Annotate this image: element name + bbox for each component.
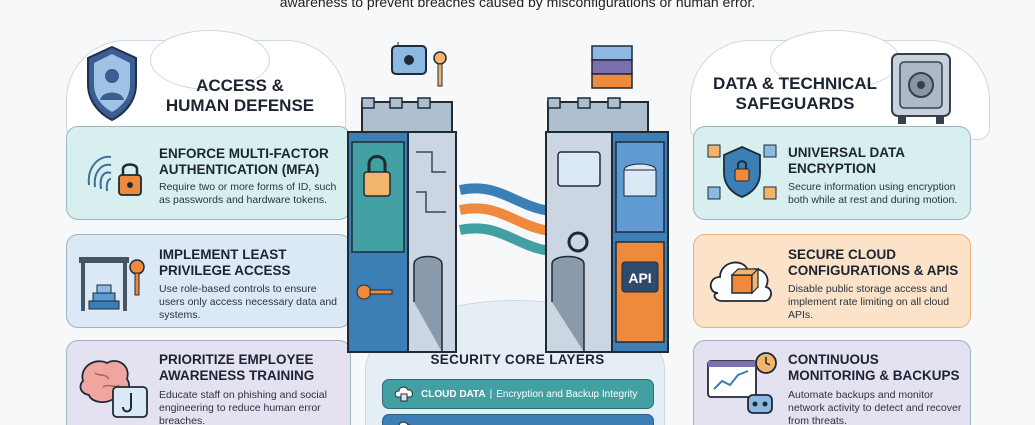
layer-separator: |: [489, 388, 493, 400]
card-desc: Secure information using encryption both…: [788, 181, 958, 206]
left-title-line1: ACCESS &: [196, 76, 284, 95]
encryption-shield-icon: [707, 144, 777, 200]
card-encryption: Universal Data Encryption Secure informa…: [693, 126, 971, 220]
core-title: SECURITY CORE LAYERS: [430, 352, 605, 367]
card-desc: Automate backups and monitor network act…: [788, 389, 962, 425]
card-awareness-training: Prioritize Employee Awareness Training E…: [66, 340, 351, 425]
card-title: Enforce Multi-Factor Authentication (MFA…: [159, 146, 329, 177]
card-desc: Require two or more forms of ID, such as…: [159, 181, 337, 206]
left-title-line2: HUMAN DEFENSE: [165, 96, 315, 115]
right-security-tower: API: [545, 45, 669, 353]
card-mfa: Enforce Multi-Factor Authentication (MFA…: [66, 126, 351, 220]
card-title: Secure Cloud Configurations & APIs: [788, 247, 959, 278]
intro-text: awareness to prevent breaches caused by …: [279, 0, 756, 10]
layer-name: CLOUD DATA: [421, 388, 486, 400]
right-section-title: DATA & TECHNICAL SAFEGUARDS: [700, 74, 890, 114]
card-desc: Use role-based controls to ensure users …: [159, 283, 338, 321]
cloud-bump: [770, 30, 900, 90]
layer-detail: Encryption and Backup Integrity: [496, 388, 638, 400]
cloud-box-icon: [709, 261, 772, 302]
card-title: Universal Data Encryption: [788, 145, 905, 176]
cloud-bump: [150, 30, 270, 90]
vault-safe-icon: [891, 53, 951, 124]
right-title-line2: SAFEGUARDS: [735, 94, 855, 113]
card-cloud-config: Secure Cloud Configurations & APIs Disab…: [693, 234, 971, 328]
tiered-access-key-icon: [79, 257, 145, 311]
cloud-layer-icon: [398, 421, 411, 425]
card-title: Prioritize Employee Awareness Training: [159, 352, 315, 383]
cloud-database-icon: [394, 386, 413, 402]
card-desc: Educate staff on phishing and social eng…: [159, 389, 327, 425]
right-title-line1: DATA & TECHNICAL: [713, 74, 877, 93]
fingerprint-lock-icon: [87, 155, 142, 196]
core-layer-second: [382, 414, 654, 425]
card-title: Continuous Monitoring & Backups: [788, 352, 960, 383]
core-layer-cloud-data: CLOUD DATA | Encryption and Backup Integ…: [382, 379, 654, 409]
brain-phishing-hook-icon: [79, 360, 148, 418]
api-badge-label: API: [628, 270, 651, 286]
card-title: Implement Least Privilege Access: [159, 247, 291, 278]
monitoring-robot-icon: [707, 352, 777, 414]
left-section-title: ACCESS & HUMAN DEFENSE: [150, 76, 330, 116]
card-monitoring: Continuous Monitoring & Backups Automate…: [693, 340, 971, 425]
shield-user-icon: [87, 45, 137, 122]
card-desc: Disable public storage access and implem…: [788, 283, 950, 321]
card-least-privilege: Implement Least Privilege Access Use rol…: [66, 234, 351, 328]
left-security-tower: [347, 42, 457, 353]
